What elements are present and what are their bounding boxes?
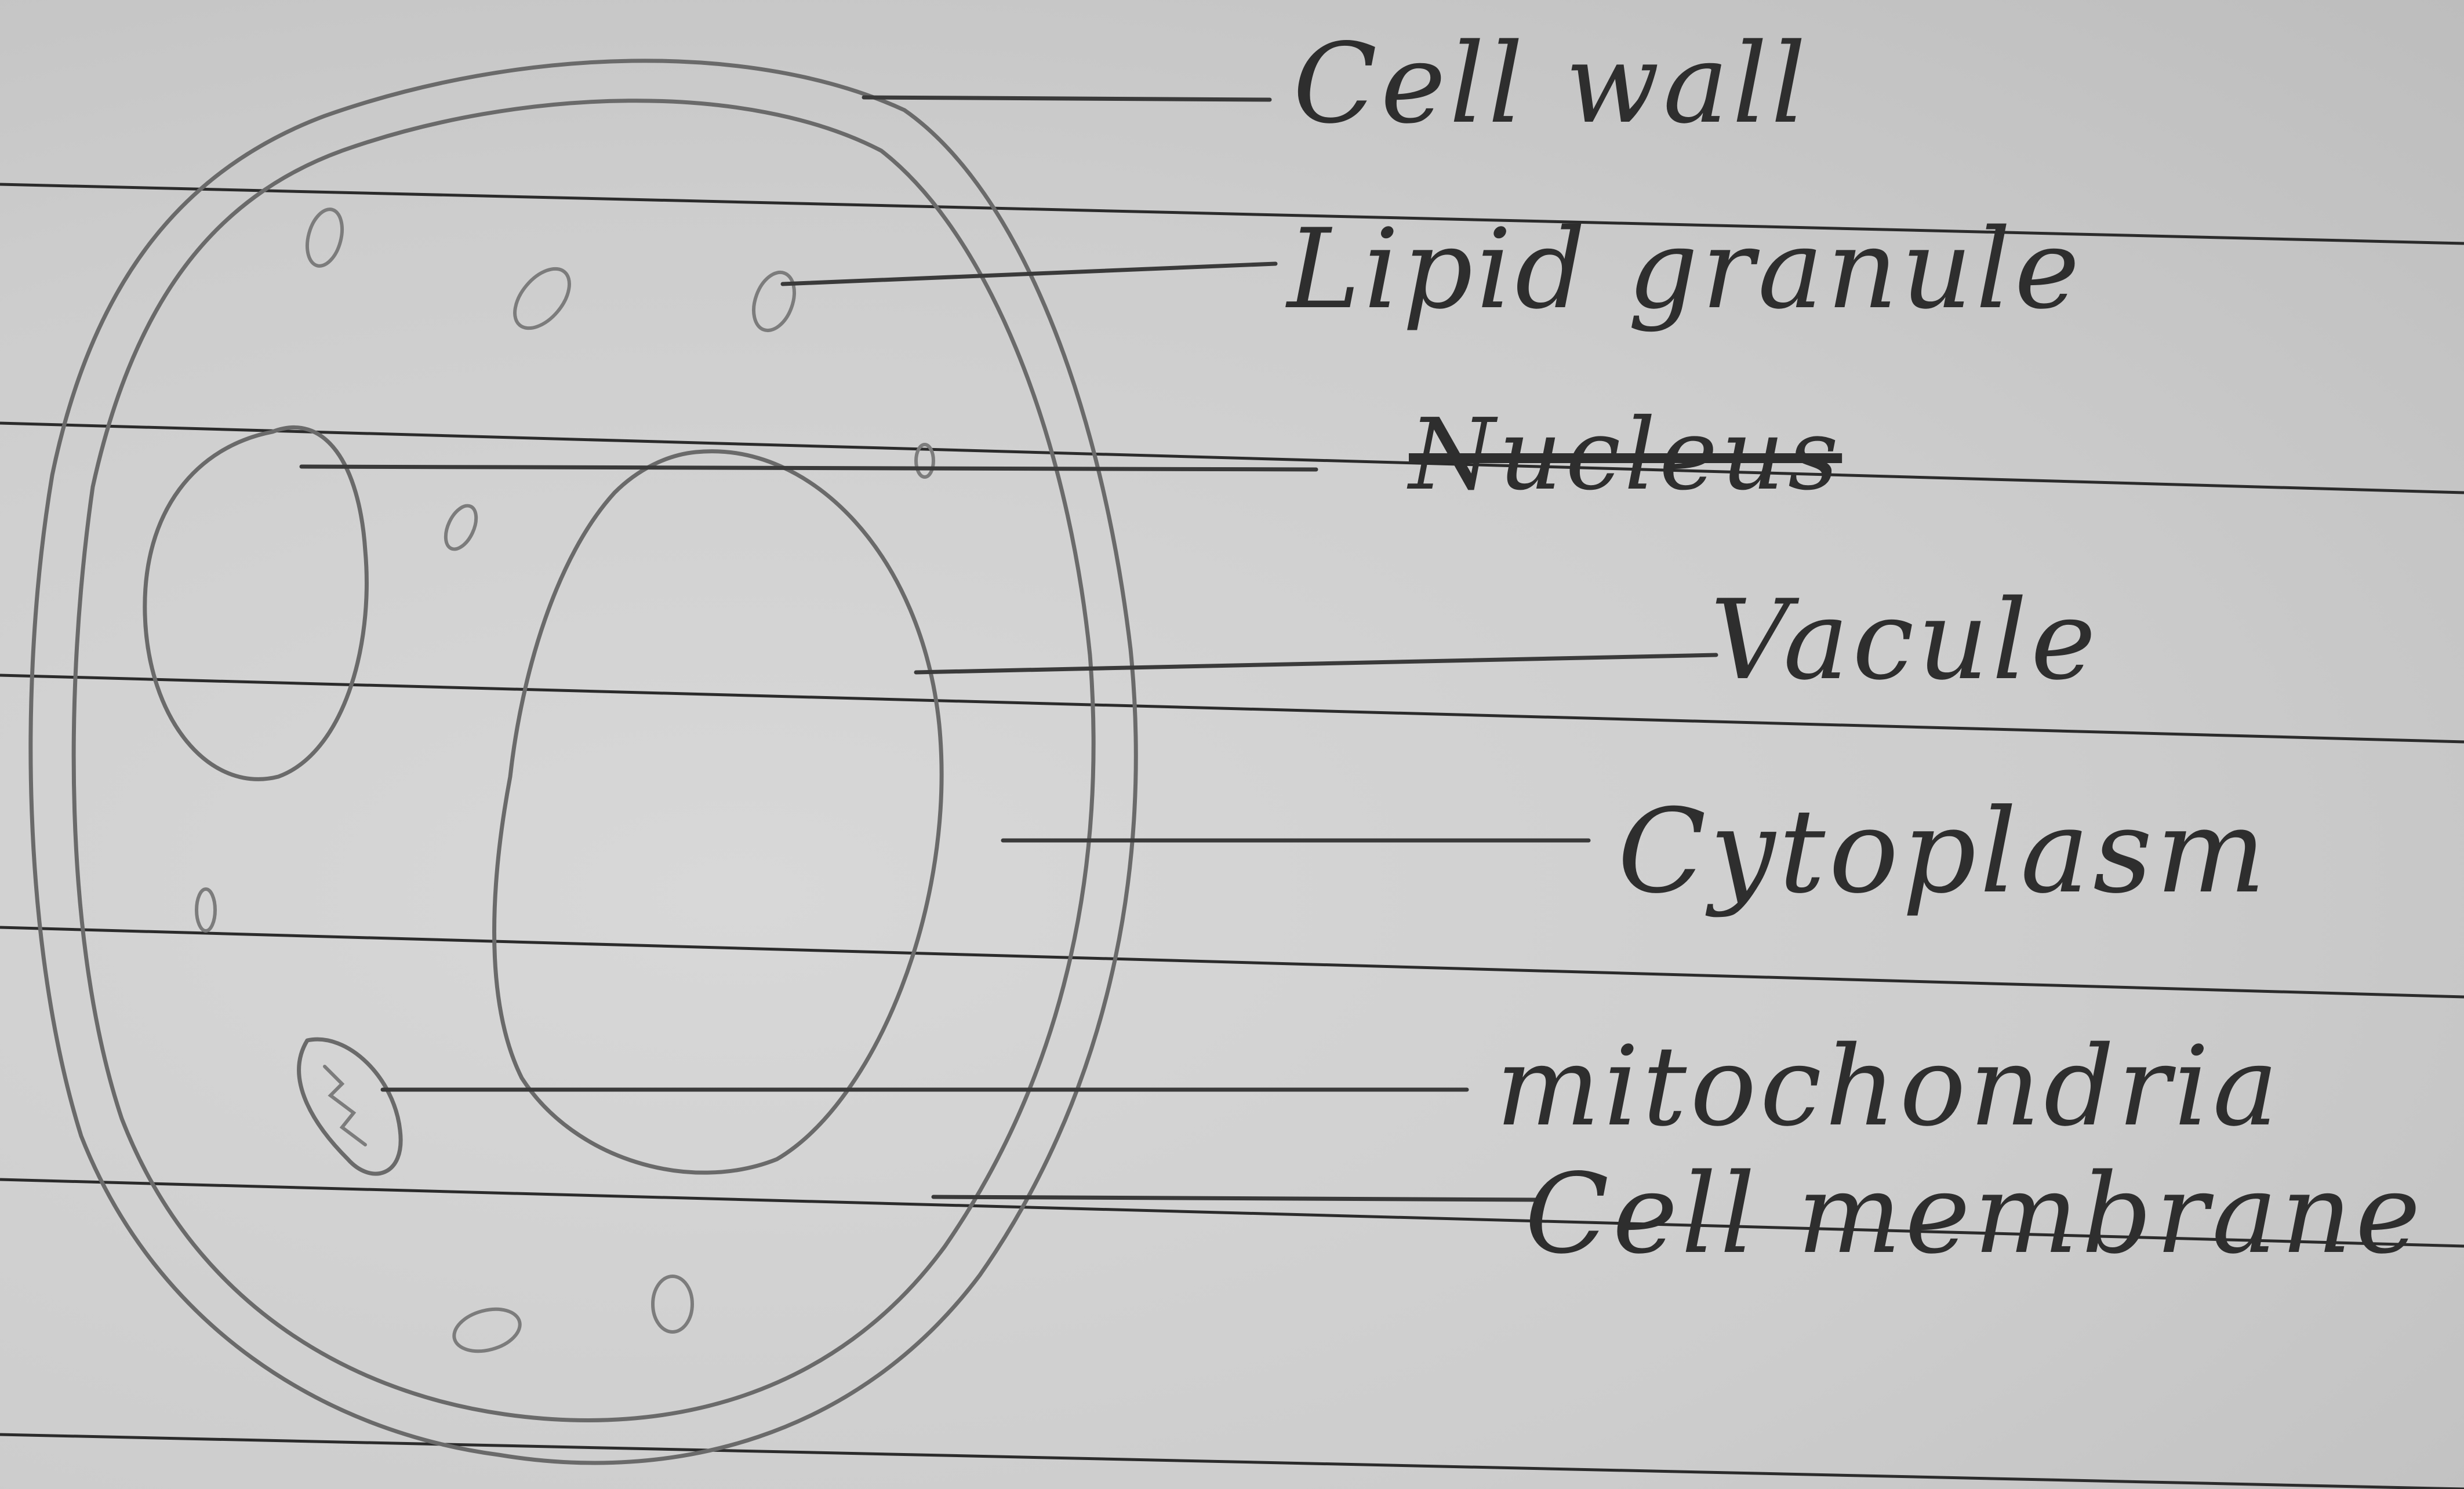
label-mitochondria: mitochondria xyxy=(1496,1032,2282,1142)
leader-lipid-granule xyxy=(783,264,1275,284)
ruled-line xyxy=(0,927,2464,997)
label-cytoplasm: Cytoplasm xyxy=(1618,794,2269,910)
label-cell-membrane: Cell membrane xyxy=(1525,1159,2424,1269)
label-cell-wall: Cell wall xyxy=(1293,29,1809,139)
ruled-line xyxy=(0,184,2464,243)
lipid-granule xyxy=(197,889,215,931)
lipid-granule xyxy=(301,205,348,270)
lipid-granule xyxy=(746,267,802,336)
lipid-granule xyxy=(439,501,482,554)
lipid-granule xyxy=(449,1302,525,1358)
lipid-granules xyxy=(197,205,933,1357)
mitochondria-shape xyxy=(299,1039,401,1174)
lipid-granule xyxy=(504,259,580,338)
vacuole-outline xyxy=(495,452,942,1173)
label-vacule: Vacule xyxy=(1710,585,2099,696)
cell-wall-outline xyxy=(31,61,1136,1463)
nucleus-outline xyxy=(145,427,367,779)
leader-cell-wall xyxy=(864,97,1270,100)
label-lipid-granule: Lipid granule xyxy=(1287,214,2083,325)
label-nucleus: Nucleus xyxy=(1409,406,1842,504)
ruled-line xyxy=(0,423,2464,493)
ruled-line xyxy=(0,1435,2464,1489)
lipid-granule xyxy=(653,1276,692,1332)
leader-cell-membrane xyxy=(933,1197,1536,1200)
leader-vacule xyxy=(916,655,1716,672)
leader-nucleus xyxy=(301,467,1316,469)
